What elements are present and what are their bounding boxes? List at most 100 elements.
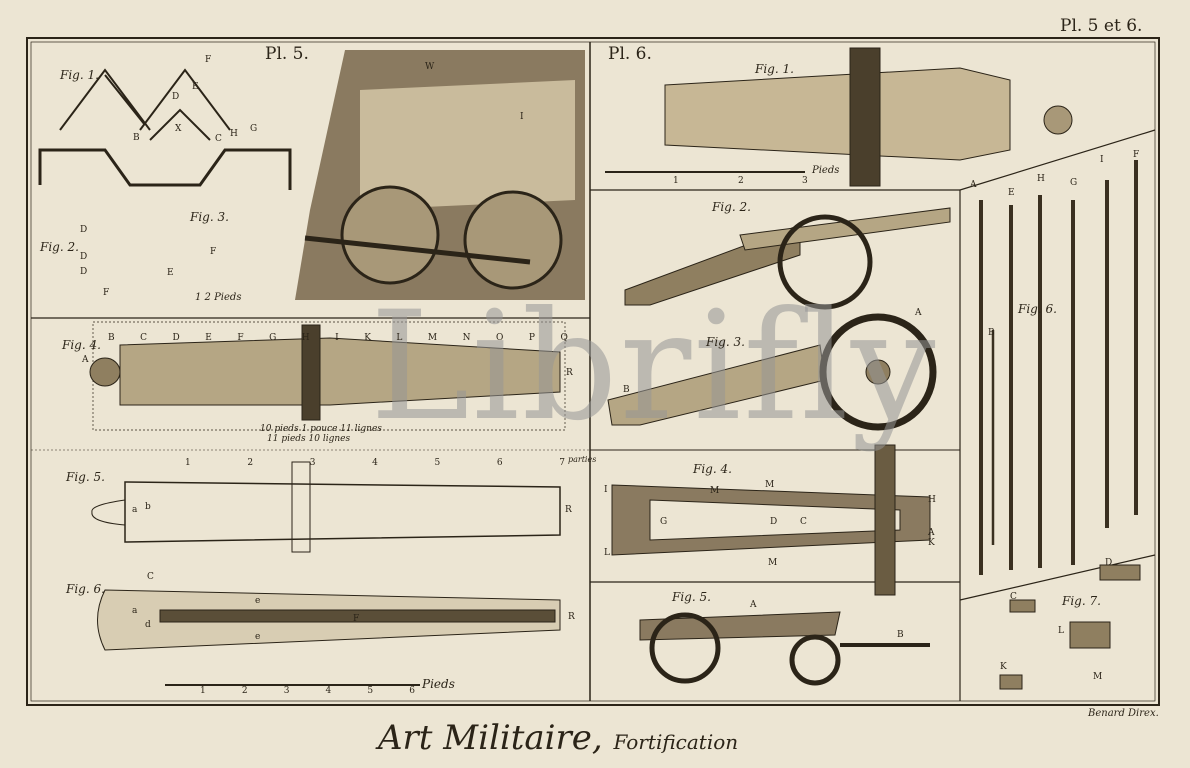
tick-label: 1: [185, 458, 191, 468]
fig5-parts-label: parties: [568, 455, 597, 464]
fig-letter: C: [215, 134, 222, 144]
fig-letter: C: [1010, 592, 1017, 602]
tick-label: 3: [283, 686, 290, 696]
fig-letter: F: [353, 614, 360, 624]
fig-letter: I: [335, 333, 339, 343]
fig-letter: H: [301, 333, 310, 343]
tick-label: 2: [738, 176, 744, 186]
cannon-fig1: [605, 47, 1073, 187]
pl6-fig3-label: Fig. 3.: [706, 335, 745, 349]
fig-letter: M: [768, 558, 778, 568]
plate-frame: [26, 37, 1160, 706]
pl5-fig6-label: Fig. 6.: [66, 582, 105, 596]
fig-letter: H: [230, 129, 238, 139]
title-sub: Fortification: [613, 730, 739, 754]
fig-letter: W: [425, 62, 435, 72]
fig-letter: H: [1037, 174, 1045, 184]
tool-parts-fig7: [999, 564, 1141, 690]
fig-letter: G: [660, 517, 668, 527]
fig-letter: E: [205, 333, 212, 343]
fig-letter: D: [770, 517, 778, 527]
cannon-fig5: [91, 461, 561, 553]
fig-letter: E: [192, 82, 199, 92]
engraver-credit: Benard Direx.: [1088, 708, 1159, 719]
fig-letter: L: [604, 548, 610, 558]
tick-label: 1: [200, 686, 206, 696]
fig-letter: A: [915, 308, 922, 318]
tick-label: 7: [559, 458, 565, 468]
tick-label: 2: [247, 458, 254, 468]
fig-letter: e: [255, 596, 261, 606]
pl6-fig5-label: Fig. 5.: [672, 590, 711, 604]
fig-letter: F: [103, 288, 110, 298]
fig-letter: M: [1093, 672, 1103, 682]
pl6-fig7-label: Fig. 7.: [1062, 594, 1101, 608]
fig-letter: a: [132, 505, 138, 515]
tick-label: 5: [434, 458, 441, 468]
pl5-fig4-label: Fig. 4.: [62, 338, 101, 352]
fig-letter: D: [172, 333, 180, 343]
fig-letter: A: [970, 180, 977, 190]
fig4-dimension-1: 10 pieds 1 pouce 11 lignes: [260, 424, 382, 434]
fig-letter: R: [565, 505, 572, 515]
tick-label: 3: [802, 176, 808, 186]
pl6-scale-unit: Pieds: [812, 165, 840, 176]
fig-letter: R: [568, 612, 575, 622]
tick-label: 1: [673, 176, 679, 186]
tick-label: 3: [309, 458, 316, 468]
fig-letter: M: [765, 480, 775, 490]
gun-carriage-fig3: [607, 313, 937, 431]
fig-letter: K: [928, 538, 935, 548]
tick-label: 4: [325, 686, 332, 696]
pl6-fig2-label: Fig. 2.: [712, 200, 751, 214]
fig-letter: P: [528, 333, 535, 343]
gun-carriage-fig2: [624, 207, 951, 310]
fig-letter: K: [1000, 662, 1007, 672]
plate-5-label: Pl. 5.: [265, 44, 309, 64]
fig-letter: C: [800, 517, 807, 527]
fig-letter: L: [396, 333, 403, 343]
fig-letter: B: [623, 385, 630, 395]
fig-letter: X: [175, 124, 182, 134]
fig-letter: D: [80, 267, 88, 277]
fig-letter: F: [210, 247, 217, 257]
pl5-fig2-label: Fig. 2.: [40, 240, 79, 254]
pl6-fig4-label: Fig. 4.: [693, 462, 732, 476]
tick-label: 6: [496, 458, 503, 468]
fig-letter: M: [427, 333, 438, 343]
watermark: Librifly: [370, 280, 938, 454]
fig-letter: A: [928, 528, 935, 538]
fig-letter: N: [462, 333, 471, 343]
tick-label: 4: [372, 458, 378, 468]
fig-letter: B: [108, 333, 115, 343]
fig-letter: B: [988, 328, 995, 338]
carriage-plan-fig4: [611, 444, 931, 596]
fig-letter: C: [140, 333, 148, 343]
fig-letter: F: [1133, 150, 1140, 160]
fig-letter: b: [145, 502, 151, 512]
plate-title: Art Militaire, Fortification: [378, 718, 738, 758]
fig-letter: a: [132, 606, 138, 616]
tick-label: 5: [367, 686, 374, 696]
fig-letter: C: [147, 572, 154, 582]
fig-letter: K: [364, 333, 371, 343]
pl5-fig5-label: Fig. 5.: [66, 470, 105, 484]
fig-letter: F: [205, 55, 212, 65]
fig-letter: L: [1058, 626, 1064, 636]
pl5-scale-unit: Pieds: [422, 677, 455, 691]
pl5-fig1-label: Fig. 1.: [60, 68, 99, 82]
tick-label: 2: [241, 686, 248, 696]
fig-letter: I: [604, 485, 608, 495]
fig-letter: D: [172, 92, 180, 102]
pl6-fig6-label: Fig. 6.: [1018, 302, 1057, 316]
cannon-fig4: [89, 321, 566, 431]
fig-letter: G: [1070, 178, 1078, 188]
plate-numbers: Pl. 5 et 6.: [1060, 16, 1143, 36]
plate-6-label: Pl. 6.: [608, 44, 652, 64]
fig-letter: Q: [560, 333, 568, 343]
fig-letter: E: [1008, 188, 1015, 198]
title-main: Art Militaire,: [378, 718, 603, 758]
fig-letter: M: [710, 486, 720, 496]
pl5-fig3-label: Fig. 3.: [190, 210, 229, 224]
